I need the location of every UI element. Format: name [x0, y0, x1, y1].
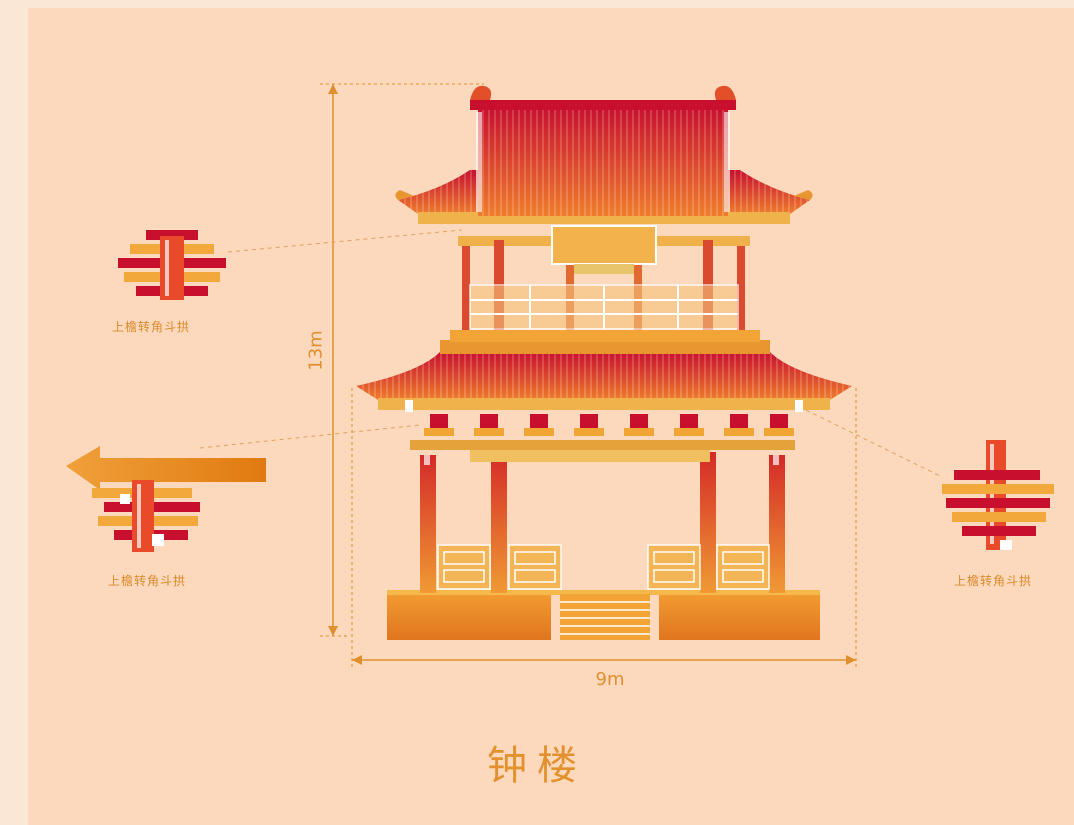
bracket-detail-lower-left — [92, 480, 200, 552]
direction-arrow — [66, 446, 266, 490]
diagram-title: 钟楼 — [487, 743, 587, 789]
tower-base — [387, 590, 820, 640]
bracket-detail-upper-left — [118, 230, 226, 300]
upper-story — [450, 225, 760, 342]
upper-roof — [395, 85, 813, 224]
height-label: 13m — [305, 330, 327, 371]
name-plaque — [551, 225, 657, 274]
lower-railings — [437, 544, 770, 590]
lower-beam — [410, 414, 795, 462]
width-label: 9m — [595, 669, 625, 690]
bracket-caption-right: 上檐转角斗拱 — [954, 574, 1033, 588]
bracket-detail-right — [942, 440, 1054, 550]
upper-railing — [469, 284, 739, 330]
width-dimension-line — [351, 388, 857, 668]
height-dimension-line — [320, 83, 484, 637]
bracket-caption-lower-left: 上檐转角斗拱 — [108, 574, 187, 588]
bell-tower — [356, 85, 852, 640]
stairs — [560, 594, 650, 640]
bracket-caption-upper-left: 上檐转角斗拱 — [112, 320, 191, 334]
leader-lines — [199, 229, 941, 477]
lower-roof — [356, 340, 852, 412]
